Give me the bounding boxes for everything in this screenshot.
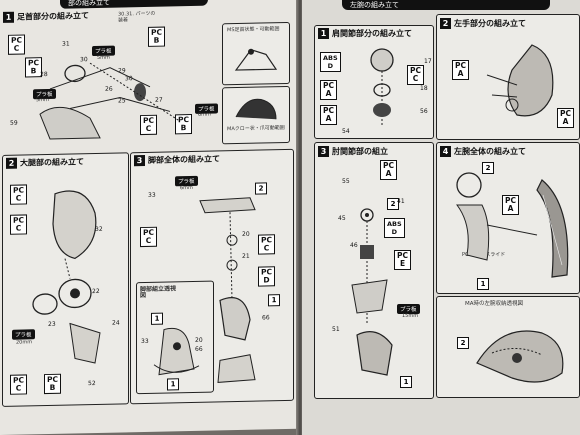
book-spine [296,0,304,435]
part-number: 33 [141,337,149,346]
step-3-number: 3 [134,154,145,167]
step-ref-box: 1 [477,278,489,290]
part-number: 56 [420,108,428,115]
part-number: 52 [88,379,96,388]
claw-illustration [235,98,277,120]
ankle-diagram [39,62,181,140]
thigh-diagram [32,190,101,364]
foot-illustration [234,48,278,71]
r-step-4-number: 4 [440,146,451,157]
part-number: 41 [397,198,405,205]
step-1-part-note: 30.31. パーツの装着 [118,10,156,24]
ms-range-box: MS足首状態・可動範囲 [222,21,290,86]
step-3-title: 脚部全体の組み立て [148,154,220,165]
ma-storage-caption: MA時の左腕収納透視図 [465,301,524,307]
leg-assembly-diagram [199,197,256,383]
step-1-number: 1 [3,11,14,23]
ma-storage-illustration [476,330,564,383]
leg-transparent-box: 脚部組立透視図 1 1 33 20 66 [136,280,214,395]
step-ref-box: 2 [482,162,494,174]
step-1-title: 足首部分の組み立て [17,11,89,22]
r-step-2-title: 左手部分の組み立て [454,19,526,28]
leg-transparent-illustration [153,327,200,376]
right-page-header: 左腕の組み立て [342,0,550,10]
r-step-4-title: 左腕全体の組み立て [454,147,526,156]
r-step-3-title: 肘関節部の組立 [332,147,388,156]
r-step-1-number: 1 [318,28,329,39]
ma-range-title: MAクロー状・爪可動範囲 [227,125,285,133]
r-step-2-number: 2 [440,18,451,29]
r-step-3-number: 3 [318,146,329,157]
step-2-number: 2 [6,157,17,169]
part-number: 54 [342,128,350,135]
size-label: 15mm [402,313,419,319]
ma-storage-box: MA時の左腕収納透視図 2 [436,296,580,398]
elbow-diagram [351,208,393,376]
part-number: 59 [10,119,18,127]
step-ref-box: 2 [387,198,399,210]
step-ref-box: 1 [167,378,179,391]
step-ref-box: 1 [400,376,412,388]
step-2-title: 大腿部の組み立て [20,157,84,168]
leg-transparent-title: 脚部組立透視図 [140,285,177,300]
left-page-header: 部の組み立て [60,0,208,9]
part-number: 46 [350,242,358,249]
part-number: 45 [338,215,346,222]
part-number: 17 [424,58,432,65]
step-ref-box: 2 [457,337,469,349]
ms-range-title: MS足首状態・可動範囲 [227,26,280,34]
hand-diagram [486,44,554,117]
part-number: 55 [342,178,350,185]
r-step-1-title: 肩関節部分の組み立て [332,29,412,38]
part-number: 51 [332,326,340,333]
ma-range-box: MAクロー状・爪可動範囲 [222,85,290,145]
arm-assembly-diagram [456,172,569,278]
part-number: 33 [148,191,156,199]
step-ref-box: 1 [151,312,163,325]
plate-label: プラ板 [397,304,420,314]
part-number: 18 [420,85,428,92]
shoulder-diagram [370,48,394,125]
